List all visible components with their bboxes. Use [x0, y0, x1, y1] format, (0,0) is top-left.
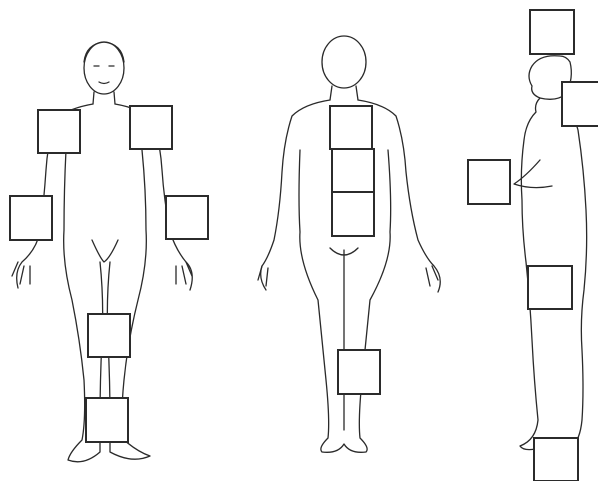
front-groin: [92, 240, 118, 262]
front-hair: [84, 42, 124, 62]
side-box-foot[interactable]: [534, 438, 578, 481]
side-box-thigh[interactable]: [528, 266, 572, 309]
back-box-upper-back[interactable]: [330, 106, 372, 149]
side-box-face[interactable]: [562, 82, 598, 126]
box-group: [10, 10, 598, 481]
front-box-left-shoulder[interactable]: [38, 110, 80, 153]
front-box-ankle[interactable]: [86, 398, 128, 442]
back-box-lower-back[interactable]: [332, 192, 374, 236]
front-mouth: [99, 82, 109, 84]
front-box-right-upper-arm[interactable]: [166, 196, 208, 239]
back-hands: [258, 266, 438, 286]
front-box-left-upper-arm[interactable]: [10, 196, 52, 240]
front-head: [84, 42, 124, 94]
side-box-forearm[interactable]: [468, 160, 510, 204]
back-box-calf[interactable]: [338, 350, 380, 394]
back-box-mid-back[interactable]: [332, 149, 374, 192]
back-head: [322, 36, 366, 88]
side-arm: [514, 160, 552, 188]
side-box-head-top[interactable]: [530, 10, 574, 54]
front-box-knee[interactable]: [88, 314, 130, 357]
front-box-right-shoulder[interactable]: [130, 106, 172, 149]
